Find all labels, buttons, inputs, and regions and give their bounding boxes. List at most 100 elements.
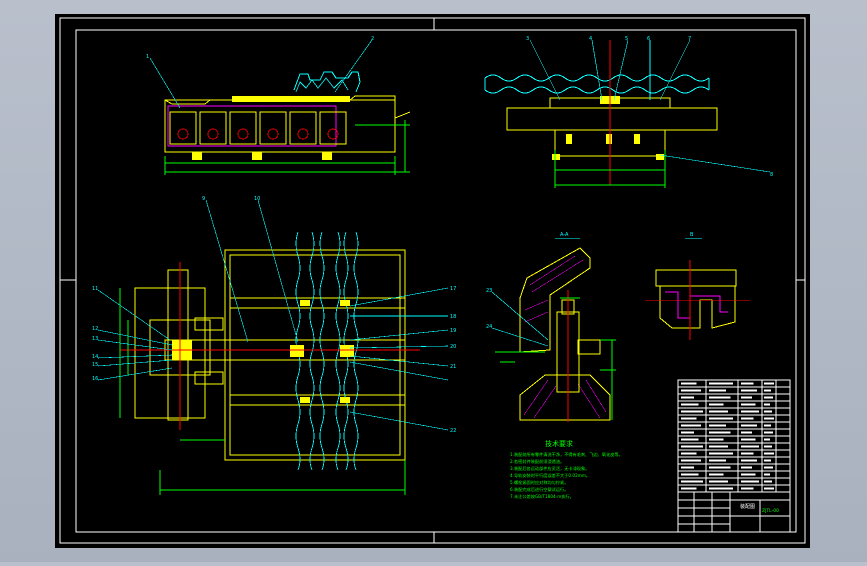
parts-list-cell-text bbox=[681, 382, 697, 385]
callout-11: 11 bbox=[92, 286, 98, 292]
parts-list-cell-text bbox=[709, 431, 731, 434]
parts-list-cell-text bbox=[764, 452, 774, 455]
tech-notes-title: 技术要求 bbox=[545, 439, 573, 448]
callout-8: 8 bbox=[770, 172, 773, 178]
parts-list-cell-text bbox=[681, 473, 699, 476]
parts-list-cell-text bbox=[741, 417, 754, 420]
section-b-view: B bbox=[645, 232, 750, 340]
parts-list-cell-text bbox=[709, 487, 733, 490]
parts-list-cell-text bbox=[709, 473, 724, 476]
parts-list-cell-text bbox=[741, 382, 754, 385]
parts-list-cell-text bbox=[764, 445, 772, 448]
callout-14: 14 bbox=[92, 354, 98, 360]
tech-note-line: 5.螺栓紧固时应对称均匀拧紧。 bbox=[510, 479, 568, 486]
parts-list-cell-text bbox=[741, 410, 759, 413]
parts-list-cell-text bbox=[709, 438, 724, 441]
technical-notes: 技术要求 1.装配前所有零件清洗干净，不得有毛刺、飞边、氧化皮等。 2.各密封件… bbox=[510, 439, 623, 500]
callout-2: 2 bbox=[371, 36, 374, 42]
parts-list-cell-text bbox=[764, 480, 772, 483]
parts-list-cell-text bbox=[764, 389, 771, 392]
callout-17: 17 bbox=[450, 286, 456, 292]
callout-24: 24 bbox=[486, 324, 492, 330]
parts-list-cell-text bbox=[741, 459, 758, 462]
parts-list-cell-text bbox=[741, 389, 758, 392]
parts-list-cell-text bbox=[681, 410, 703, 413]
parts-list-cell-text bbox=[764, 487, 774, 490]
callout-4: 4 bbox=[589, 36, 592, 42]
parts-list-cell-text bbox=[709, 417, 733, 420]
tech-note-line: 4.导轨安装时平行度误差不大于0.02mm。 bbox=[510, 472, 590, 479]
parts-list-cell-text bbox=[764, 473, 770, 476]
parts-list-cell-text bbox=[741, 466, 752, 469]
callout-16: 16 bbox=[92, 376, 98, 382]
parts-list-cell-text bbox=[764, 431, 773, 434]
title-block bbox=[677, 379, 791, 533]
parts-list-cell-text bbox=[709, 445, 729, 448]
parts-list-cell-text bbox=[741, 438, 756, 441]
parts-list-cell-text bbox=[681, 396, 695, 399]
parts-list-cell-text bbox=[681, 424, 701, 427]
tech-note-line: 1.装配前所有零件清洗干净，不得有毛刺、飞边、氧化皮等。 bbox=[510, 451, 623, 458]
tech-note-line: 6.装配完成后进行空载试运行。 bbox=[510, 486, 568, 493]
side-elevation-view: 3 4 5 6 7 8 bbox=[484, 36, 773, 188]
callout-19: 19 bbox=[450, 328, 456, 334]
parts-list-cell-text bbox=[764, 417, 774, 420]
parts-list-cell-text bbox=[764, 466, 773, 469]
parts-list-cell-text bbox=[741, 396, 752, 399]
callout-18: 18 bbox=[450, 314, 456, 320]
parts-list-cell-text bbox=[709, 459, 726, 462]
parts-list-cell-text bbox=[709, 389, 726, 392]
callout-15: 15 bbox=[92, 362, 98, 368]
callout-23: 23 bbox=[486, 288, 492, 294]
parts-list bbox=[678, 382, 790, 490]
drawing-frame bbox=[59, 17, 806, 544]
plan-view: 9 10 11 12 13 14 15 16 17 18 19 20 21 22 bbox=[92, 196, 456, 495]
parts-list-cell-text bbox=[741, 431, 752, 434]
callout-10: 10 bbox=[254, 196, 260, 202]
section-a-view: A-A 23 24 bbox=[486, 232, 616, 422]
callout-5: 5 bbox=[625, 36, 628, 42]
callout-7: 7 bbox=[688, 36, 691, 42]
parts-list-cell-text bbox=[681, 445, 703, 448]
drawing-number: ZJTL-00 bbox=[762, 508, 779, 514]
parts-list-cell-text bbox=[764, 382, 774, 385]
parts-list-cell-text bbox=[681, 487, 697, 490]
drawing-canvas bbox=[55, 14, 810, 548]
parts-list-cell-text bbox=[709, 403, 724, 406]
parts-list-cell-text bbox=[681, 431, 695, 434]
front-elevation-view: 1 2 bbox=[146, 36, 411, 175]
parts-list-cell-text bbox=[681, 438, 699, 441]
parts-list-cell-text bbox=[709, 452, 733, 455]
parts-list-cell-text bbox=[741, 424, 758, 427]
parts-list-cell-text bbox=[764, 403, 770, 406]
parts-list-cell-text bbox=[741, 445, 759, 448]
callout-3: 3 bbox=[526, 36, 529, 42]
parts-list-cell-text bbox=[764, 424, 771, 427]
parts-list-cell-text bbox=[741, 473, 756, 476]
parts-list-cell-text bbox=[709, 396, 731, 399]
parts-list-cell-text bbox=[709, 480, 729, 483]
drawing-name: 装配图 bbox=[740, 503, 755, 510]
parts-list-cell-text bbox=[681, 466, 695, 469]
parts-list-cell-text bbox=[681, 389, 701, 392]
parts-list-cell-text bbox=[681, 459, 701, 462]
section-a-label: A-A bbox=[560, 232, 569, 238]
callout-12: 12 bbox=[92, 326, 98, 332]
tech-note-line: 7.未注公差按GB/T1804-m执行。 bbox=[510, 493, 574, 500]
tech-note-line: 3.装配后各运动部件应灵活，无卡滞现象。 bbox=[510, 465, 589, 472]
callout-21: 21 bbox=[450, 364, 456, 370]
parts-list-cell-text bbox=[709, 410, 729, 413]
callout-6: 6 bbox=[647, 36, 650, 42]
parts-list-cell-text bbox=[741, 403, 756, 406]
callout-9: 9 bbox=[202, 196, 205, 202]
parts-list-cell-text bbox=[741, 452, 754, 455]
parts-list-cell-text bbox=[764, 410, 772, 413]
parts-list-cell-text bbox=[764, 459, 771, 462]
parts-list-cell-text bbox=[681, 452, 697, 455]
section-b-label: B bbox=[690, 232, 694, 238]
parts-list-cell-text bbox=[741, 480, 759, 483]
parts-list-cell-text bbox=[764, 396, 773, 399]
parts-list-cell-text bbox=[709, 424, 726, 427]
